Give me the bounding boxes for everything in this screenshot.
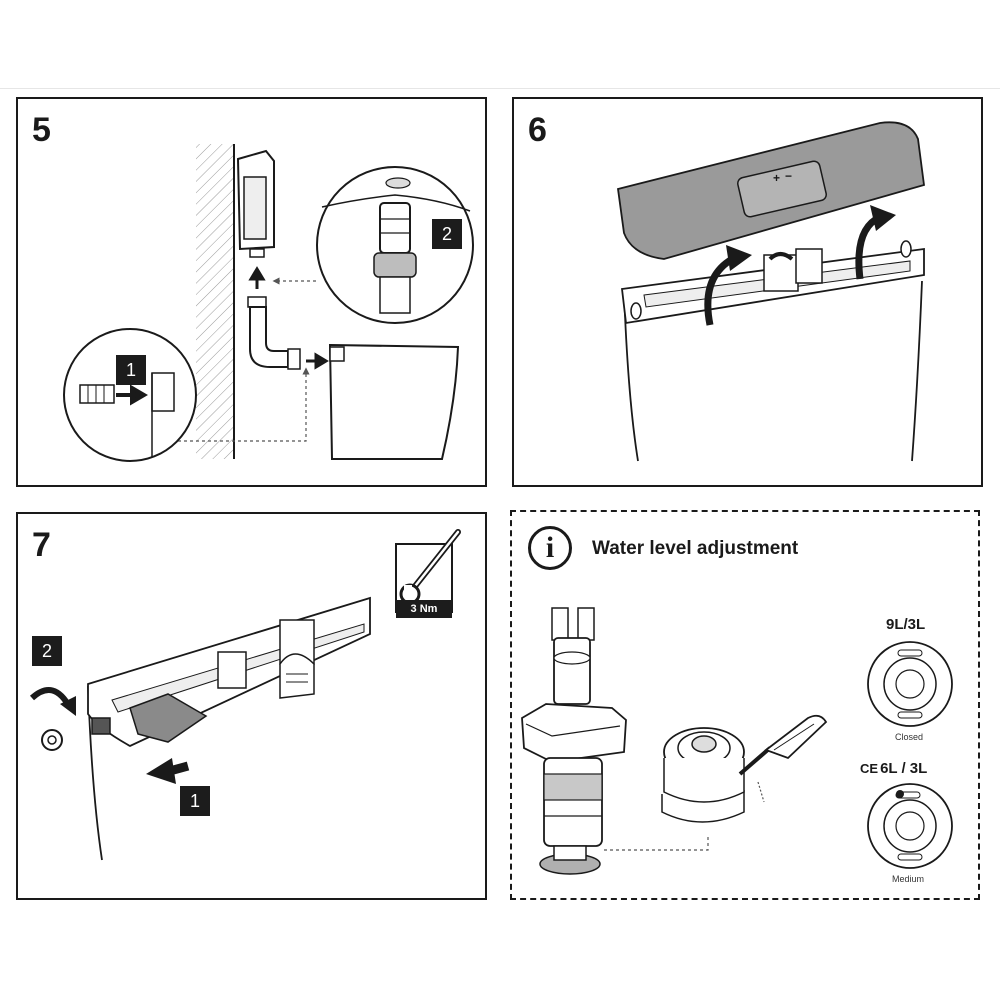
- adjustment-detail: [661, 714, 828, 823]
- step-number: 6: [528, 111, 547, 149]
- flush-valve-illustration: [521, 607, 953, 875]
- cistern-open-top: [87, 596, 371, 861]
- setting-caption: Medium: [892, 874, 925, 884]
- right-arrow-icon: [306, 352, 329, 370]
- step-5-illustration: [63, 144, 474, 462]
- step-6-panel: 6 + −: [512, 97, 983, 487]
- detail-circle-2: [316, 166, 474, 324]
- step-7-panel: 7 2 1 3 Nm: [16, 512, 487, 900]
- info-icon: i: [528, 526, 572, 570]
- callout-tag: 1: [116, 355, 146, 385]
- flush-valve: [521, 607, 627, 875]
- callout-tag: 2: [432, 219, 462, 249]
- cistern-lid: [616, 121, 925, 260]
- setting-label: 9L/3L: [886, 616, 926, 633]
- cistern-outline: [328, 343, 460, 460]
- flush-plus-symbol: +: [773, 171, 781, 185]
- step-6-illustration: [616, 121, 925, 462]
- up-arrow-icon: [248, 266, 266, 289]
- cistern-body: [621, 240, 925, 462]
- step-7-illustration: [29, 529, 461, 861]
- setting-caption: Closed: [895, 732, 924, 742]
- water-level-panel: i Water level adjustment 9L/3L Closed CE…: [510, 510, 980, 900]
- wall-hatch: [196, 144, 234, 459]
- torque-label: 3 Nm: [396, 600, 452, 618]
- panel-title: Water level adjustment: [592, 538, 799, 559]
- dial-closed: [867, 641, 953, 727]
- detail-circle-1: [63, 328, 197, 462]
- callout-tag: 1: [180, 786, 210, 816]
- elbow-pipe: [247, 296, 301, 370]
- dial-medium: [867, 783, 953, 869]
- valve-box: [236, 149, 275, 258]
- callout-tag: 2: [32, 636, 62, 666]
- top-divider: [0, 88, 1000, 89]
- step-number: 5: [32, 111, 51, 149]
- flush-minus-symbol: −: [785, 169, 793, 183]
- step-5-panel: 5 2 1: [16, 97, 487, 487]
- step-number: 7: [32, 526, 51, 564]
- setting-label: 6L / 3L: [880, 760, 928, 777]
- ce-mark: CE: [860, 761, 879, 776]
